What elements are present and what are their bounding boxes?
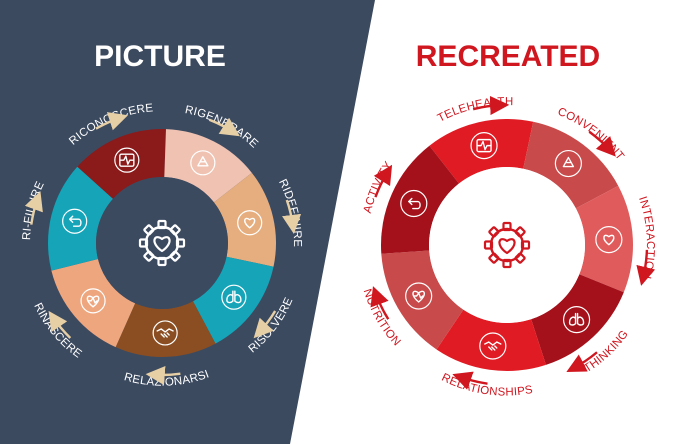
- left-segment: [48, 166, 113, 271]
- right-segment: [381, 145, 459, 254]
- cycle-arrow-icon: [373, 164, 393, 198]
- cycle-arrow-icon: [282, 199, 302, 235]
- cycle-arrow-icon: [636, 249, 656, 286]
- heartbeat-icon: [114, 147, 140, 173]
- heartbeat-icon: [470, 132, 498, 160]
- left-center: [96, 177, 228, 309]
- right-title: RECREATED: [416, 40, 600, 73]
- cycle-arrow-icon: [48, 310, 72, 339]
- cycle-arrow-icon: [472, 95, 510, 116]
- handshake-icon: [152, 320, 178, 346]
- heart-icon: [595, 226, 623, 254]
- recycle-icon: [190, 150, 216, 176]
- cycle-arrow-icon: [145, 365, 181, 386]
- return-icon: [400, 189, 428, 218]
- return-icon: [62, 208, 88, 234]
- right-segment: [523, 121, 619, 209]
- right-segment: [381, 250, 464, 350]
- heart-icon: [237, 210, 263, 236]
- cycle-arrow-icon: [588, 130, 616, 157]
- cycle-arrow-icon: [452, 371, 488, 390]
- left-title: PICTURE: [94, 40, 226, 73]
- left-segment: [115, 301, 216, 357]
- cycle-arrow-icon: [24, 191, 43, 225]
- left-segment: [51, 258, 136, 348]
- right-center: [429, 167, 585, 323]
- cycle-arrow-icon: [253, 310, 277, 339]
- left-segment: [77, 129, 166, 199]
- right-segment: [436, 309, 546, 371]
- heart-pulse-icon: [80, 288, 106, 314]
- heart-pulse-icon: [405, 282, 433, 310]
- recycle-icon: [554, 149, 582, 178]
- cycle-arrow-icon: [95, 112, 129, 131]
- handshake-icon: [479, 332, 507, 360]
- cycle-arrow-icon: [208, 117, 240, 137]
- gear-heart-icon: [138, 219, 186, 267]
- lungs-icon: [221, 284, 247, 310]
- lungs-icon: [562, 305, 591, 334]
- gear-heart-icon: [483, 221, 531, 269]
- cycle-arrow-icon: [566, 351, 598, 372]
- cycle-arrow-icon: [370, 286, 390, 320]
